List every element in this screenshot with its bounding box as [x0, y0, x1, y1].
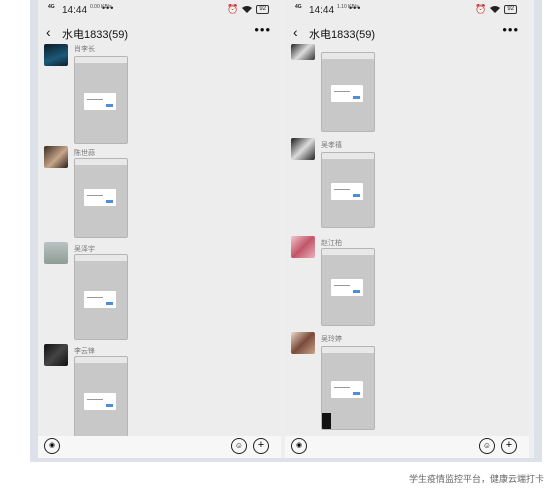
sender-name: 李云锋 — [74, 348, 95, 355]
voice-icon[interactable]: ◉ — [44, 438, 60, 454]
alarm-icon: ⏰ — [475, 4, 487, 14]
status-bar: 4G 14:44 0.00 KB/s ••• ⏰ 92 — [38, 0, 281, 22]
image-dialog — [331, 279, 363, 296]
image-topbar — [75, 159, 127, 165]
image-message[interactable] — [321, 52, 375, 132]
emoji-icon[interactable]: ☺ — [479, 438, 495, 454]
image-dialog — [84, 189, 116, 206]
notification-dots: ••• — [349, 3, 362, 13]
status-bar: 4G 14:44 1.10 KB/s ••• ⏰ 92 — [285, 0, 529, 22]
chat-header: ‹ 水电1833(59) ••• — [285, 22, 529, 44]
avatar[interactable] — [291, 236, 315, 258]
phone-left: 4G 14:44 0.00 KB/s ••• ⏰ 92 ‹ 水电1833(59)… — [38, 0, 281, 458]
avatar[interactable] — [44, 242, 68, 264]
chat-title: 水电1833(59) — [309, 29, 376, 41]
image-message[interactable] — [321, 152, 375, 228]
network-speed: 0.00 KB/s — [90, 4, 112, 10]
alarm-icon: ⏰ — [227, 4, 239, 14]
image-message[interactable] — [74, 56, 128, 144]
image-message[interactable] — [74, 158, 128, 238]
more-menu-icon[interactable]: ••• — [502, 22, 519, 37]
image-dialog — [331, 381, 363, 398]
signal-indicator: 4G — [295, 4, 302, 10]
status-time: 14:44 — [309, 5, 335, 16]
back-icon[interactable]: ‹ — [46, 24, 51, 40]
image-dialog — [84, 393, 116, 410]
wifi-icon — [242, 5, 253, 15]
image-dialog — [331, 183, 363, 200]
avatar[interactable] — [44, 344, 68, 366]
plus-icon[interactable]: + — [501, 438, 517, 454]
network-speed: 1.10 KB/s — [337, 4, 359, 10]
avatar[interactable] — [291, 138, 315, 160]
image-dialog — [84, 291, 116, 308]
status-icons: ⏰ 92 — [227, 4, 269, 15]
image-topbar — [322, 347, 374, 353]
more-menu-icon[interactable]: ••• — [254, 22, 271, 37]
image-topbar — [322, 53, 374, 59]
battery-icon: 92 — [256, 5, 269, 14]
back-icon[interactable]: ‹ — [293, 24, 298, 40]
image-message[interactable] — [321, 346, 375, 430]
avatar[interactable] — [44, 44, 68, 66]
phone-right: 4G 14:44 1.10 KB/s ••• ⏰ 92 ‹ 水电1833(59)… — [285, 0, 529, 458]
chat-header: ‹ 水电1833(59) ••• — [38, 22, 281, 44]
chat-title: 水电1833(59) — [62, 29, 129, 41]
image-dialog — [331, 85, 363, 102]
image-message[interactable] — [74, 254, 128, 340]
sender-name: 吴玲婷 — [321, 336, 342, 343]
status-icons: ⏰ 92 — [475, 4, 517, 15]
caption-text: 学生疫情监控平台，健康云端打卡 — [408, 474, 544, 484]
avatar[interactable] — [291, 332, 315, 354]
image-message[interactable] — [321, 248, 375, 326]
image-message[interactable] — [74, 356, 128, 438]
sender-name: 陈世蒜 — [74, 150, 95, 157]
sender-name: 吴泽宇 — [74, 246, 95, 253]
notification-dots: ••• — [102, 3, 115, 13]
chat-input-bar: ◉ ☺ + — [38, 436, 281, 458]
battery-icon: 92 — [504, 5, 517, 14]
sender-name: 肖李长 — [74, 46, 95, 53]
status-time: 14:44 — [62, 5, 88, 16]
image-topbar — [75, 57, 127, 63]
image-topbar — [322, 249, 374, 255]
image-topbar — [75, 357, 127, 363]
voice-icon[interactable]: ◉ — [291, 438, 307, 454]
wifi-icon — [490, 5, 501, 15]
plus-icon[interactable]: + — [253, 438, 269, 454]
emoji-icon[interactable]: ☺ — [231, 438, 247, 454]
image-topbar — [75, 255, 127, 261]
chat-input-bar: ◉ ☺ + — [285, 436, 529, 458]
image-dialog — [84, 93, 116, 110]
dark-corner — [322, 413, 331, 429]
image-topbar — [322, 153, 374, 159]
sender-name: 赵江柏 — [321, 240, 342, 247]
sender-name: 吴孝禧 — [321, 142, 342, 149]
avatar[interactable] — [44, 146, 68, 168]
signal-indicator: 4G — [48, 4, 55, 10]
avatar[interactable] — [291, 44, 315, 60]
